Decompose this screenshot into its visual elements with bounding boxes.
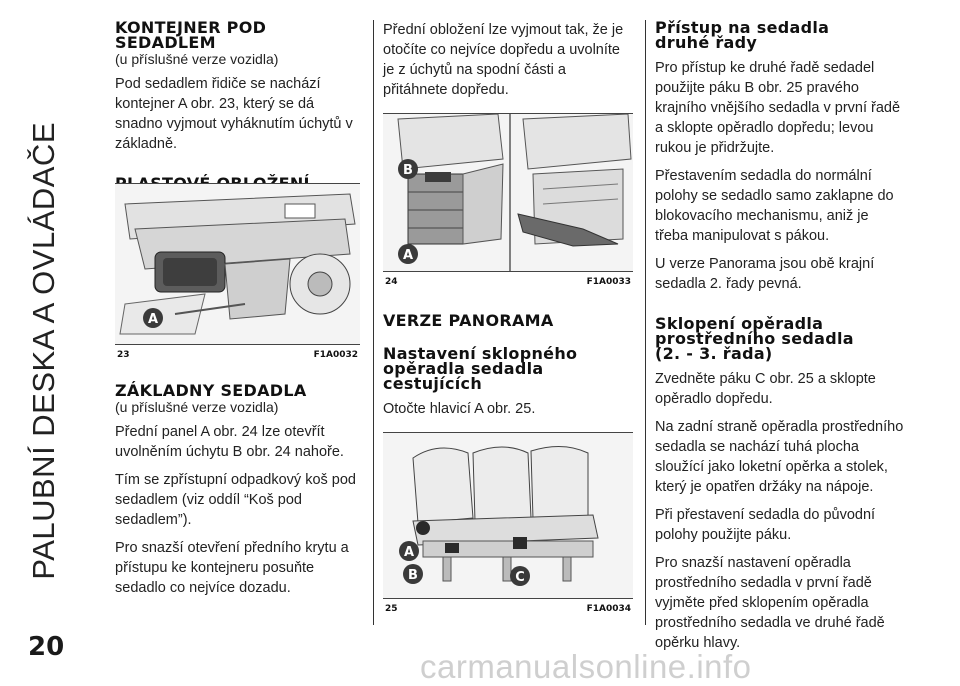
paragraph-nastaveni: Otočte hlavicí A obr. 25. (383, 401, 536, 417)
column-1: KONTEJNER POD SEDADLEM (u příslušné verz… (115, 18, 360, 192)
heading-panorama: VERZE PANORAMA (383, 311, 554, 330)
callout-a: A (148, 312, 158, 327)
heading-pristup: Přístup na sedadla druhé řady (655, 18, 830, 52)
paragraph-zakladny-2: Tím se zpřístupní odpadkový koš pod seda… (115, 472, 356, 528)
column-2-middle: VERZE PANORAMA Nastavení sklopného opěra… (383, 313, 633, 419)
callout-a: A (403, 248, 413, 263)
column-2: Přední obložení lze vyjmout tak, že je o… (383, 20, 633, 100)
callout-c: C (515, 570, 525, 585)
figure-25: A B C 25 F1A0034 (383, 432, 633, 614)
paragraph-sklopeni-4: Pro snazší nastavení opěradla prostřední… (655, 555, 885, 651)
figure-23: A 23 F1A0032 (115, 183, 360, 360)
heading-kontejner: KONTEJNER POD SEDADLEM (115, 18, 267, 52)
paragraph-pristup-1: Pro přístup ke druhé řadě sedadel použij… (655, 60, 901, 156)
seat-container-illustration: A (115, 184, 360, 344)
column-divider-2 (645, 20, 646, 625)
paragraph-sklopeni-1: Zvedněte páku C obr. 25 a sklopte opěrad… (655, 371, 876, 407)
callout-b: B (403, 163, 413, 178)
heading-sklopeni: Sklopení opěradla prostředního sedadla (… (655, 314, 854, 363)
watermark: carmanualsonline.info (420, 648, 752, 685)
subheading-kontejner: (u příslušné verze vozidla) (115, 51, 279, 67)
figure-24: B A 24 F1A0033 (383, 113, 633, 287)
figure-24-code: F1A0033 (586, 277, 631, 287)
column-1-lower: ZÁKLADNY SEDADLA (u příslušné verze vozi… (115, 383, 365, 598)
column-divider-1 (373, 20, 374, 625)
panorama-seats-illustration: A B C (383, 433, 633, 598)
figure-24-number: 24 (385, 277, 398, 287)
callout-a: A (404, 545, 414, 560)
side-title: PALUBNÍ DESKA A OVLÁDAČE (14, 20, 74, 580)
paragraph-kontejner: Pod sedadlem řidiče se nachází kontejner… (115, 76, 353, 152)
seat-base-illustration: B A (383, 114, 633, 271)
heading-zakladny: ZÁKLADNY SEDADLA (115, 381, 307, 400)
figure-23-number: 23 (117, 350, 130, 360)
subheading-zakladny: (u příslušné verze vozidla) (115, 399, 279, 415)
paragraph-pristup-2: Přestavením sedadla do normální polohy s… (655, 168, 894, 244)
heading-nastaveni: Nastavení sklopného opěradla sedadla ces… (383, 344, 578, 393)
callout-b: B (408, 568, 418, 583)
figure-23-code: F1A0032 (313, 350, 358, 360)
figure-25-code: F1A0034 (586, 604, 631, 614)
column-3: Přístup na sedadla druhé řady Pro přístu… (655, 20, 905, 653)
figure-25-number: 25 (385, 604, 398, 614)
paragraph-pristup-3: U verze Panorama jsou obě krajní sedadla… (655, 256, 875, 292)
side-title-text: PALUBNÍ DESKA A OVLÁDAČE (26, 122, 61, 580)
page-number: 20 (28, 632, 65, 662)
paragraph-zakladny-1: Přední panel A obr. 24 lze otevřít uvoln… (115, 424, 344, 460)
paragraph-intro: Přední obložení lze vyjmout tak, že je o… (383, 22, 624, 98)
paragraph-sklopeni-2: Na zadní straně opěradla prostředního se… (655, 419, 904, 495)
paragraph-zakladny-3: Pro snazší otevření předního krytu a pří… (115, 540, 349, 596)
paragraph-sklopeni-3: Při přestavení sedadla do původní polohy… (655, 507, 876, 543)
